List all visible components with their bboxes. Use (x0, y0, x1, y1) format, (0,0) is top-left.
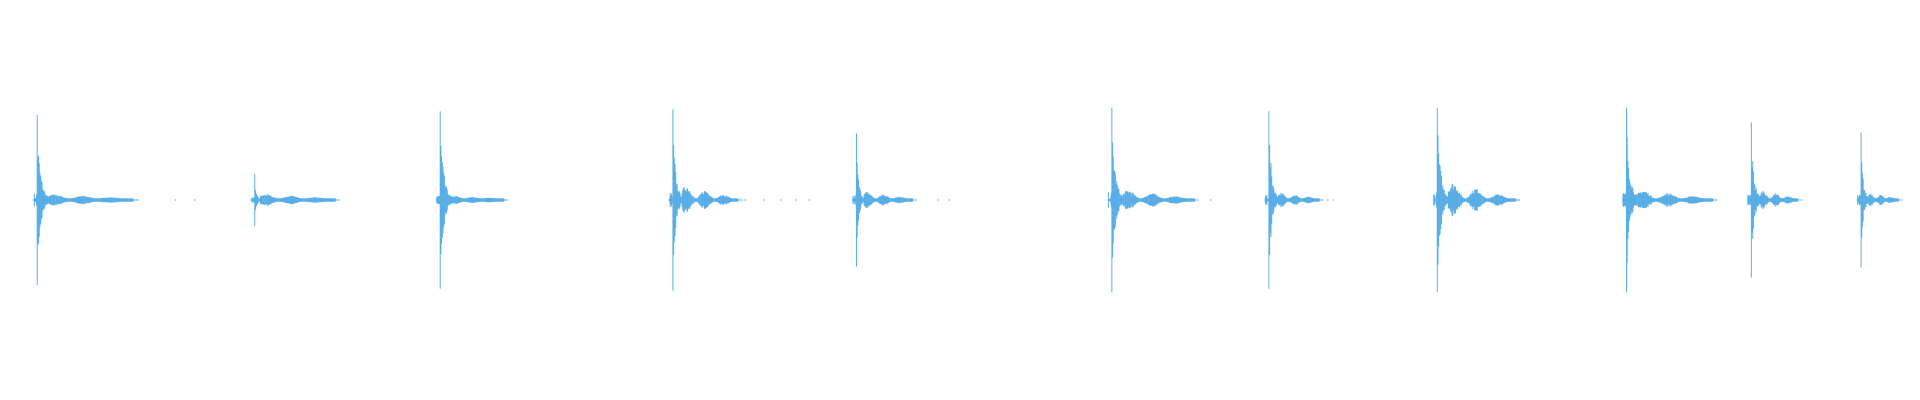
sound-event-10 (1746, 122, 1803, 278)
sound-event-9 (1621, 107, 1718, 293)
sound-event-6 (1107, 107, 1212, 293)
sound-event-8 (1432, 107, 1521, 293)
sound-event-1 (32, 114, 196, 286)
sound-event-7 (1264, 111, 1335, 289)
sound-event-5 (851, 133, 951, 267)
sound-event-4 (668, 109, 811, 291)
sound-event-11 (1856, 132, 1903, 268)
waveform-traces (32, 107, 1903, 293)
sound-event-2 (250, 173, 340, 227)
sound-event-3 (435, 111, 509, 289)
